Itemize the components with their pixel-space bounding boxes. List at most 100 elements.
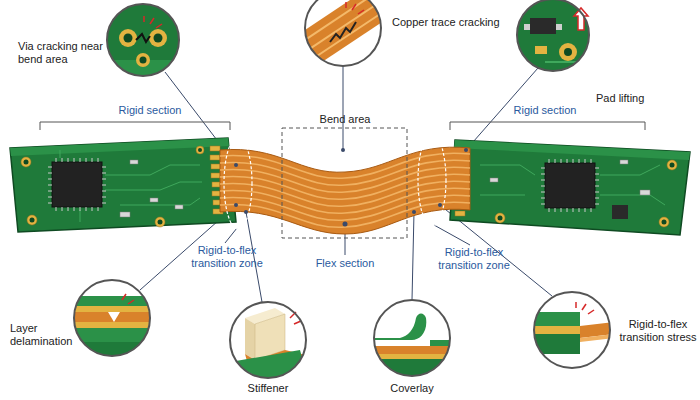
leader-dot — [244, 210, 248, 214]
rigid-board — [155, 217, 165, 227]
detail-callout — [358, 10, 364, 14]
part-label: Rigid section — [495, 104, 595, 117]
part-label: Bend area — [300, 113, 390, 126]
rigid-board — [549, 208, 591, 212]
detail-callout — [70, 296, 160, 362]
part-label: Rigid section — [100, 104, 200, 117]
rigid-board — [670, 163, 675, 168]
rigid-board — [105, 165, 200, 175]
detail-callout — [575, 302, 577, 308]
rigid-board — [120, 212, 130, 217]
rigid-board — [24, 160, 29, 165]
section-bracket — [450, 122, 645, 130]
detail-callout — [108, 312, 120, 322]
detail-callout — [290, 0, 400, 70]
detail-callout — [105, 29, 185, 80]
flex-section — [220, 195, 470, 220]
leader-dot — [341, 148, 345, 152]
rigid-board — [24, 148, 203, 225]
leader-dot — [234, 163, 238, 167]
flex-section — [220, 147, 470, 234]
flex-section — [220, 153, 470, 227]
detail-callout — [564, 48, 572, 56]
detail-callout — [136, 34, 150, 42]
part-label: Layer delamination — [10, 322, 82, 348]
rigid-board — [120, 160, 183, 217]
detail-callout — [156, 24, 162, 28]
rigid-board — [600, 195, 665, 205]
rigid-board — [30, 218, 35, 223]
rigid-board — [480, 165, 535, 175]
rigid-board — [490, 178, 498, 182]
rigid-board — [541, 159, 599, 212]
detail-callout — [535, 46, 547, 54]
detail-callout — [70, 306, 160, 312]
detail-callout — [517, 0, 589, 71]
detail-callout — [150, 18, 154, 24]
rigid-board — [80, 210, 81, 222]
detail-callout — [530, 326, 580, 334]
leader-line — [434, 225, 470, 245]
detail-callout — [517, 0, 589, 71]
rigid-board — [612, 205, 628, 219]
detail-callout — [290, 0, 400, 70]
leader-dot — [464, 148, 468, 152]
leader-dot — [438, 203, 442, 207]
rigid-board — [48, 158, 106, 211]
detail-callout — [74, 280, 150, 356]
rigid-board — [10, 138, 236, 232]
part-label: Stiffener — [228, 382, 308, 395]
detail-callout — [305, 0, 381, 66]
detail-callout — [308, 2, 398, 62]
rigid-board — [498, 216, 503, 221]
rigid-board — [102, 167, 106, 203]
detail-callout — [530, 312, 620, 374]
rigid-board — [545, 163, 595, 208]
detail-callout — [530, 292, 620, 374]
flex-section — [220, 181, 470, 206]
rigid-board — [667, 160, 677, 170]
detail-callout — [370, 300, 460, 379]
part-label: Pad lifting — [596, 92, 676, 105]
detail-callout — [582, 304, 586, 310]
detail-callout — [136, 53, 150, 67]
leader-line — [225, 228, 237, 243]
rigid-board — [480, 195, 525, 196]
detail-callout — [70, 280, 160, 362]
rigid-board — [130, 160, 138, 164]
transition-zone-outline — [224, 134, 446, 229]
detail-callout — [534, 292, 610, 368]
detail-callout — [140, 57, 147, 64]
rigid-board — [196, 146, 204, 154]
part-label: Flex section — [300, 257, 390, 270]
rigid-board — [455, 211, 465, 216]
detail-callout — [143, 16, 145, 22]
rigid-board — [600, 165, 660, 175]
detail-callout — [105, 4, 185, 80]
rigid-board — [549, 159, 591, 163]
detail-callout — [70, 322, 160, 328]
rigid-board — [52, 162, 102, 207]
transition-zone-outline — [418, 134, 446, 226]
rigid-board — [662, 220, 667, 225]
detail-callout — [588, 310, 594, 314]
part-label: Rigid-to-flex transition stress — [616, 318, 700, 344]
detail-callout — [352, 4, 356, 10]
detail-callout — [524, 24, 530, 30]
detail-callout — [345, 2, 347, 8]
detail-callout — [346, 2, 364, 14]
rigid-board — [48, 167, 52, 203]
rigid-board — [541, 168, 545, 204]
rigid-board — [150, 198, 158, 202]
rigid-board — [21, 146, 223, 227]
part-label: Coverlay — [372, 382, 452, 395]
rigid-board — [210, 155, 220, 160]
detail-callout — [290, 0, 400, 70]
rigid-board — [498, 163, 675, 225]
detail-callout — [230, 302, 306, 378]
leader-line — [343, 66, 344, 150]
rigid-board — [490, 160, 650, 195]
rigid-board — [175, 205, 183, 209]
rigid-board — [56, 158, 98, 162]
section-bracket — [40, 122, 230, 130]
